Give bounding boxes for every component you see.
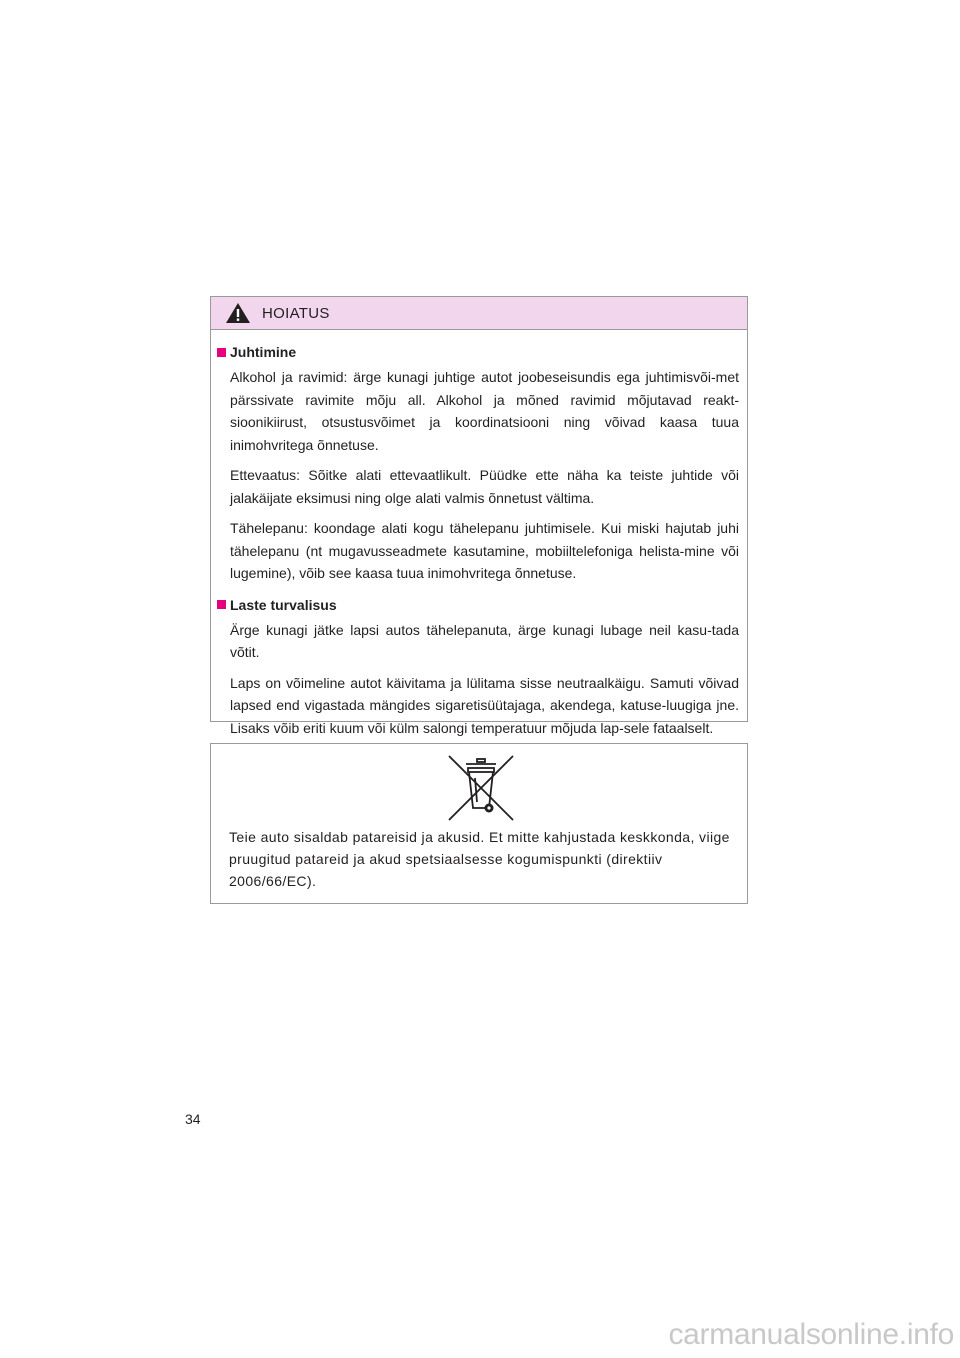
section-heading: Laste turvalisus: [217, 593, 739, 617]
page-number: 34: [185, 1111, 201, 1127]
recycling-notice-box: Teie auto sisaldab patareisid ja akusid.…: [210, 743, 748, 904]
watermark: carmanualsonline.info: [668, 1318, 954, 1351]
paragraph: Alkohol ja ravimid: ärge kunagi juhtige …: [230, 369, 739, 453]
section-heading: Juhtimine: [217, 340, 739, 364]
crossed-out-wheelie-bin-icon: [448, 755, 514, 821]
warning-title: HOIATUS: [262, 304, 330, 322]
paragraph: Ärge kunagi jätke lapsi autos tähelepanu…: [230, 621, 739, 661]
paragraph: Ettevaatus: Sõitke alati ettevaatlikult.…: [230, 467, 739, 506]
square-bullet-icon: [217, 600, 226, 609]
paragraph: Tähelepanu: koondage alati kogu tähelepa…: [230, 520, 739, 581]
warning-header: HOIATUS: [211, 297, 747, 330]
square-bullet-icon: [217, 347, 226, 357]
warning-triangle-icon: [226, 303, 250, 323]
section-heading-text: Juhtimine: [230, 344, 297, 360]
recycling-text: Teie auto sisaldab patareisid ja akusid.…: [229, 829, 730, 889]
section-heading-text: Laste turvalisus: [230, 596, 337, 613]
warning-box: HOIATUS Juhtimine Alkohol ja ravimid: är…: [210, 296, 748, 736]
warning-body: Juhtimine Alkohol ja ravimid: ärge kunag…: [211, 330, 747, 739]
paragraph: Laps on võimeline autot käivitama ja lül…: [230, 674, 739, 736]
